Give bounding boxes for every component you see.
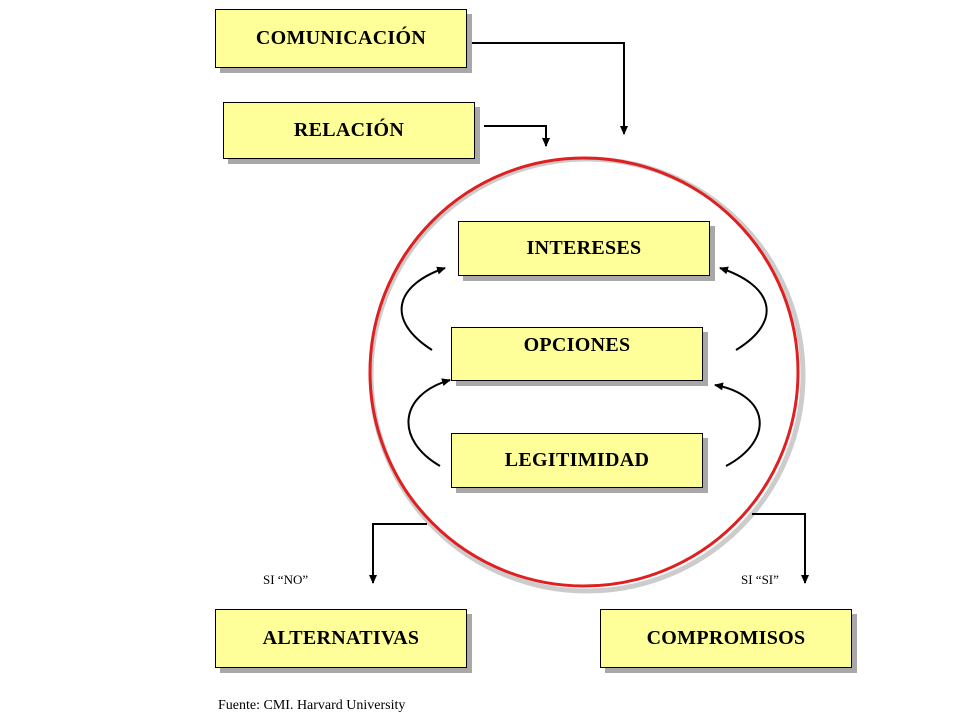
label-si-si: SI “SI” xyxy=(741,572,779,587)
box-intereses: INTERESES xyxy=(458,221,710,276)
box-compromisos: COMPROMISOS xyxy=(600,609,852,668)
arrow-compromisos xyxy=(752,513,809,584)
curve-right-upper xyxy=(719,266,768,351)
curve-left-upper xyxy=(400,266,446,351)
source-note: Fuente: CMI. Harvard University xyxy=(218,698,406,713)
box-alternativas: ALTERNATIVAS xyxy=(215,609,467,668)
arrow-relacion xyxy=(484,125,550,147)
box-legitimidad: LEGITIMIDAD xyxy=(451,433,703,488)
label-si-no: SI “NO” xyxy=(263,572,309,587)
curve-left-lower xyxy=(407,378,451,467)
arrow-comunicacion xyxy=(467,42,628,135)
negotiation-circle xyxy=(368,156,800,588)
box-relacion: RELACIÓN xyxy=(223,102,475,159)
arrow-alternativas xyxy=(369,523,427,584)
box-opciones: OPCIONES xyxy=(451,327,703,381)
curve-right-lower xyxy=(714,382,761,467)
box-comunicacion: COMUNICACIÓN xyxy=(215,9,467,68)
